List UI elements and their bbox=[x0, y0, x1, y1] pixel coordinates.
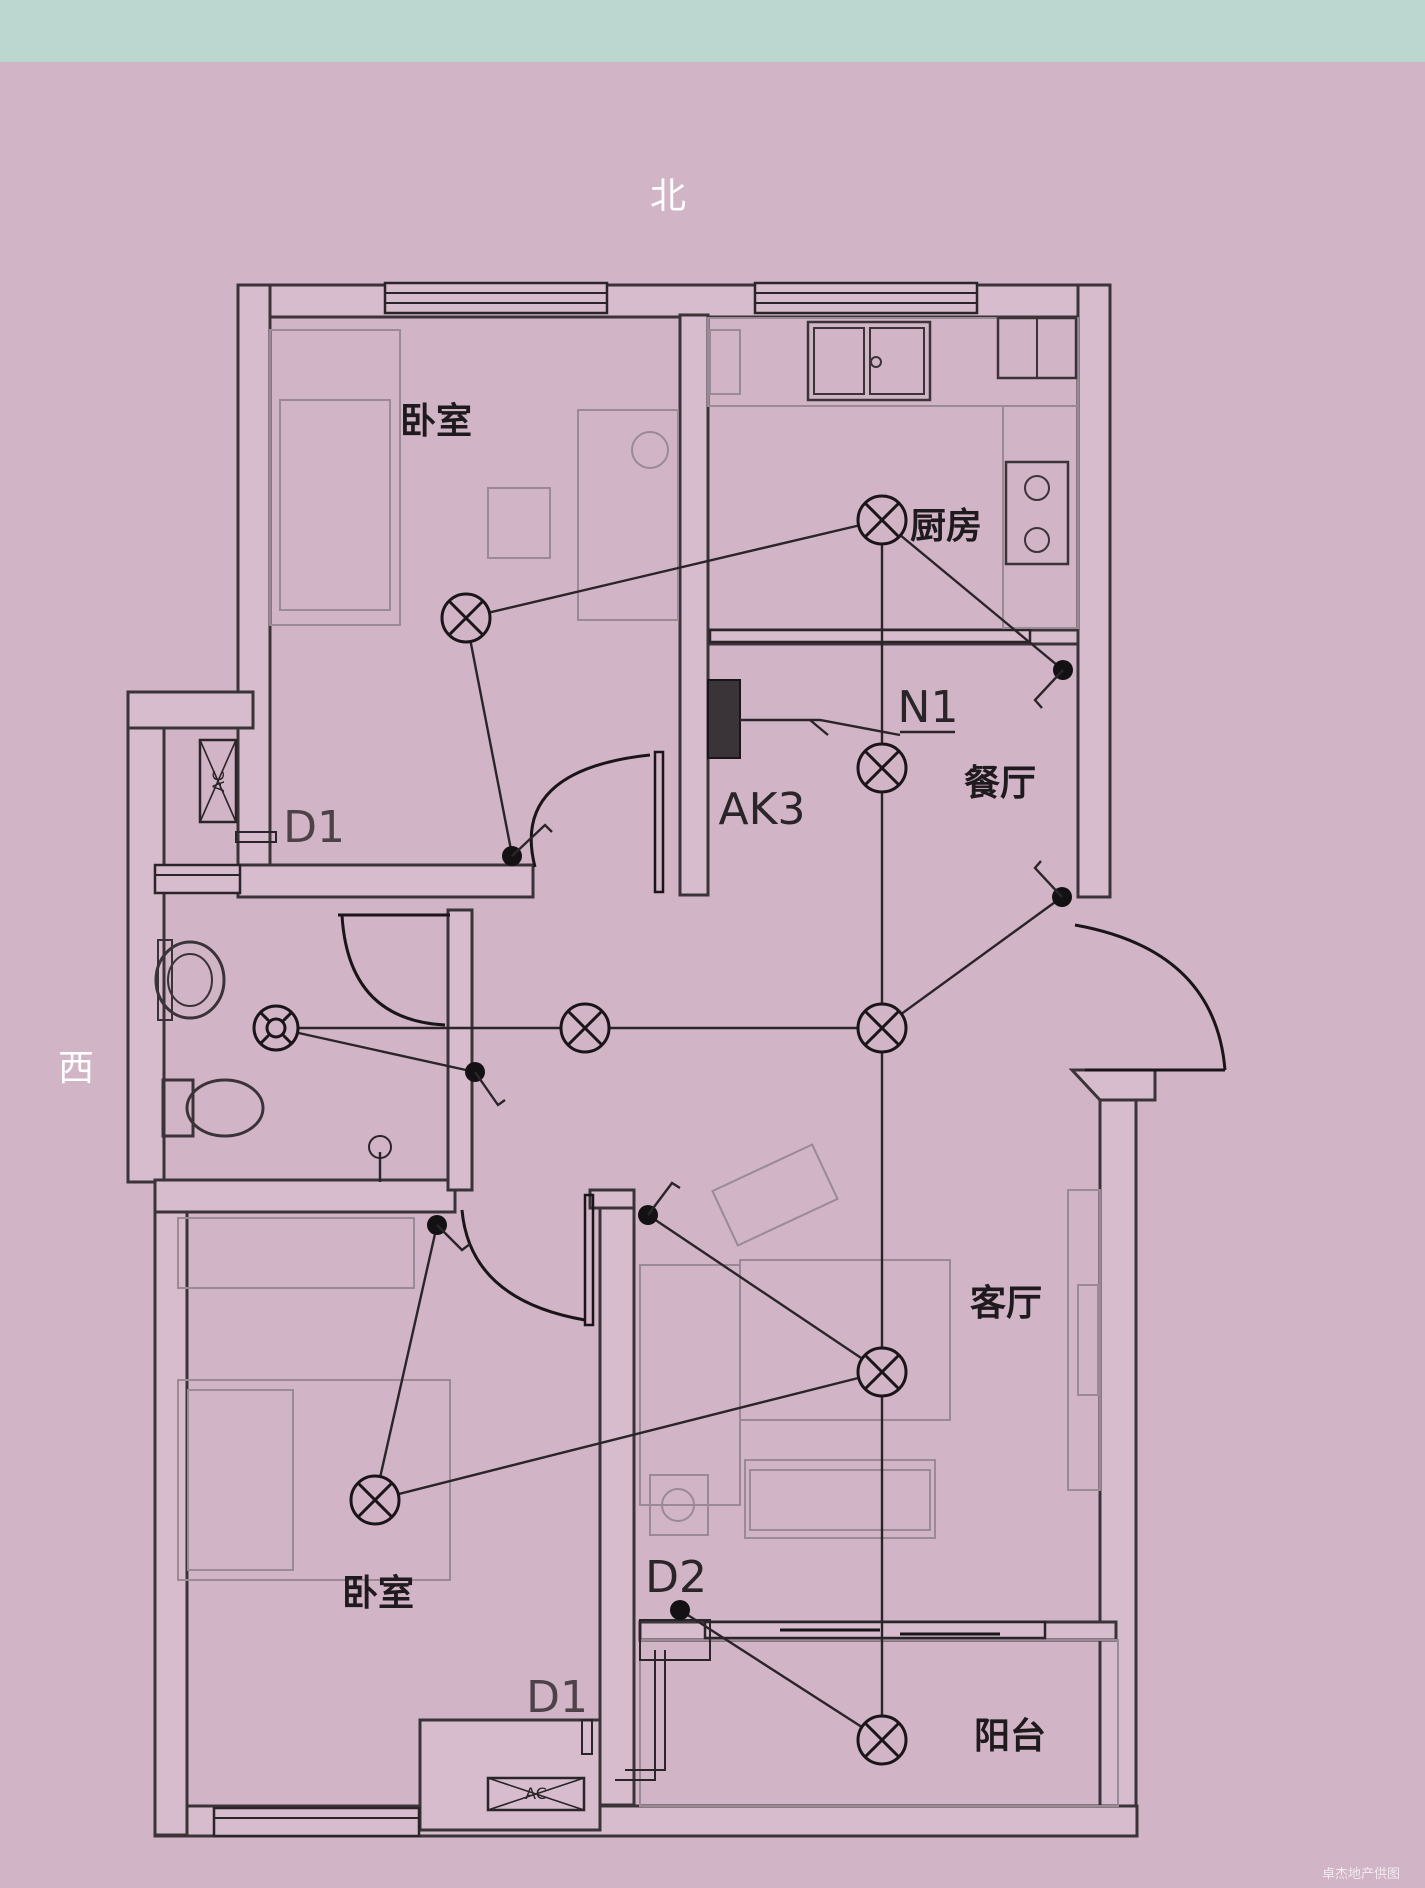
label-d1-top: D1 bbox=[283, 802, 345, 853]
switch-kitchen bbox=[1033, 660, 1073, 709]
label-n1: N1 bbox=[898, 682, 959, 733]
compass-west: 西 bbox=[58, 1048, 94, 1089]
switch-balcony bbox=[670, 1600, 690, 1620]
lamp-entry bbox=[856, 1002, 908, 1054]
top-band bbox=[0, 0, 1425, 62]
switch-bathroom bbox=[465, 1062, 506, 1107]
ac-label-top: AC bbox=[209, 770, 228, 792]
label-ak3: AK3 bbox=[719, 784, 806, 835]
room-label-bedroom-top: 卧室 bbox=[400, 401, 472, 442]
furniture bbox=[154, 316, 1101, 1581]
walls bbox=[126, 283, 1157, 1838]
lamp-bedroom-bottom bbox=[349, 1474, 401, 1526]
windows bbox=[153, 281, 1047, 1838]
lamp-top-bedroom bbox=[440, 592, 492, 644]
room-label-kitchen: 厨房 bbox=[910, 506, 982, 547]
label-d2: D2 bbox=[645, 1552, 707, 1603]
socket-bathroom bbox=[368, 1135, 392, 1159]
watermark: 卓杰地产供图 bbox=[1322, 1867, 1400, 1882]
lamp-balcony bbox=[856, 1714, 908, 1766]
room-label-bedroom-bottom: 卧室 bbox=[342, 1573, 414, 1614]
switches bbox=[368, 660, 1073, 1620]
ac-unit-top: AC bbox=[198, 738, 238, 824]
lamp-dining bbox=[856, 742, 908, 794]
d1-mark-top bbox=[235, 831, 277, 843]
room-label-living: 客厅 bbox=[970, 1283, 1042, 1324]
ac-unit-bottom: AC bbox=[486, 1776, 586, 1812]
switch-dining bbox=[1033, 860, 1072, 907]
switch-top-bedroom bbox=[502, 823, 553, 866]
lamp-bathroom bbox=[252, 1004, 300, 1052]
d1-mark-bottom bbox=[581, 1719, 593, 1755]
doors bbox=[338, 750, 1227, 1781]
compass-north: 北 bbox=[650, 176, 686, 217]
lamp-hall bbox=[559, 1002, 611, 1054]
room-label-balcony: 阳台 bbox=[974, 1716, 1046, 1757]
room-label-dining: 餐厅 bbox=[964, 763, 1036, 804]
switch-bedroom-bottom bbox=[427, 1215, 471, 1252]
label-d1-bottom: D1 bbox=[526, 1672, 588, 1723]
switch-living bbox=[638, 1181, 681, 1225]
lamp-living bbox=[856, 1346, 908, 1398]
wiring bbox=[275, 518, 1064, 1742]
lamp-kitchen bbox=[856, 494, 908, 546]
ac-label-bottom: AC bbox=[525, 1784, 547, 1803]
distribution-box bbox=[707, 679, 741, 759]
